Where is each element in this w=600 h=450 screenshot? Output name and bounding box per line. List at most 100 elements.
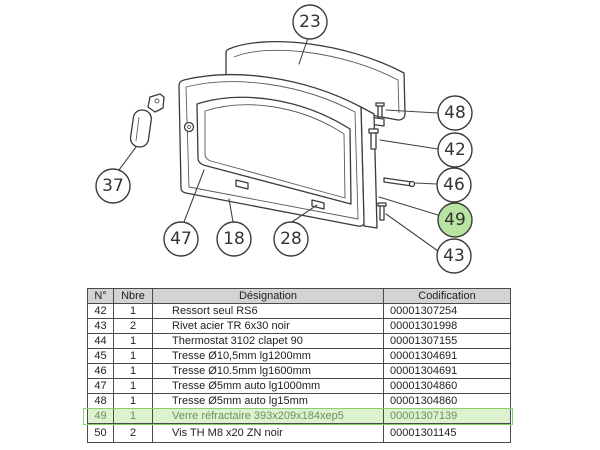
callout-label: 28 <box>280 229 302 249</box>
table-row[interactable]: 47 1 Tresse Ø5mm auto lg1000mm 000013048… <box>88 379 511 394</box>
callout-42[interactable]: 42 <box>437 132 473 168</box>
cell-designation: Tresse Ø5mm auto lg1000mm <box>153 379 384 394</box>
cell-nbre: 2 <box>114 319 153 334</box>
cell-designation: Tresse Ø10.5mm lg1600mm <box>153 364 384 379</box>
cell-codification: 00001304860 <box>384 379 511 394</box>
leader-line-47 <box>183 169 205 223</box>
callout-18[interactable]: 18 <box>216 221 252 257</box>
handle-grip <box>129 109 152 148</box>
callout-49-selected[interactable]: 49 <box>437 202 473 238</box>
table-header-row: N° Nbre Désignation Codification <box>88 289 511 304</box>
leader-line-48 <box>385 109 439 114</box>
door-frame-rim <box>185 81 359 220</box>
cell-numero: 49 <box>88 409 114 424</box>
cell-numero: 44 <box>88 334 114 349</box>
back-plate <box>225 41 406 121</box>
cell-numero: 50 <box>88 424 114 443</box>
callout-23[interactable]: 23 <box>292 4 328 40</box>
cell-nbre: 1 <box>114 334 153 349</box>
cell-nbre: 1 <box>114 364 153 379</box>
cell-codification: 00001307155 <box>384 334 511 349</box>
callout-47[interactable]: 47 <box>163 221 199 257</box>
callout-37[interactable]: 37 <box>95 168 131 204</box>
leader-line-46 <box>414 182 438 185</box>
pin-46-end <box>408 180 416 188</box>
callout-label: 23 <box>299 12 321 32</box>
header-nbre: Nbre <box>114 289 153 304</box>
callout-circle <box>163 221 199 257</box>
cell-numero: 45 <box>88 349 114 364</box>
frame-screw-center <box>186 124 192 130</box>
table-row[interactable]: 42 1 Ressort seul RS6 00001307254 <box>88 304 511 319</box>
cell-designation: Vis TH M8 x20 ZN noir <box>153 424 384 443</box>
cell-designation: Tresse Ø10,5mm lg1200mm <box>153 349 384 364</box>
cell-codification: 00001301998 <box>384 319 511 334</box>
leader-line-49 <box>378 196 439 216</box>
cell-codification: 00001307254 <box>384 304 511 319</box>
callout-label: 43 <box>443 246 465 266</box>
callout-46[interactable]: 46 <box>436 167 472 203</box>
cell-nbre: 1 <box>114 394 153 409</box>
leader-line-42 <box>379 139 439 150</box>
callout-43[interactable]: 43 <box>436 238 472 274</box>
callout-circle <box>437 132 473 168</box>
callout-circle <box>436 167 472 203</box>
callout-label: 47 <box>170 229 192 249</box>
cell-nbre: 1 <box>114 349 153 364</box>
glass-opening <box>196 96 352 205</box>
callout-label: 46 <box>443 175 465 195</box>
cell-designation: Ressort seul RS6 <box>153 304 384 319</box>
cell-numero: 42 <box>88 304 114 319</box>
table-row[interactable]: 45 1 Tresse Ø10,5mm lg1200mm 00001304691 <box>88 349 511 364</box>
handle-grip-highlight <box>135 116 140 142</box>
rivet-43-shaft <box>379 205 385 221</box>
cell-numero: 47 <box>88 379 114 394</box>
callout-circle <box>95 168 131 204</box>
frame-screw <box>183 121 195 133</box>
air-slot-right <box>311 199 325 210</box>
callout-label: 37 <box>102 176 124 196</box>
handle-bracket-screw <box>154 98 160 104</box>
callout-label: 49 <box>444 210 466 230</box>
cell-designation: Rivet acier TR 6x30 noir <box>153 319 384 334</box>
glass-pane <box>204 104 346 199</box>
cell-codification: 00001304691 <box>384 364 511 379</box>
callout-circle <box>216 221 252 257</box>
cell-codification: 00001301145 <box>384 424 511 443</box>
callout-circle <box>436 238 472 274</box>
cell-numero: 48 <box>88 394 114 409</box>
air-slot-left <box>235 179 249 190</box>
table-row[interactable]: 50 2 Vis TH M8 x20 ZN noir 00001301145 <box>88 424 511 443</box>
back-plate-rim <box>233 49 400 114</box>
callout-label: 42 <box>444 140 466 160</box>
leader-line-28 <box>291 204 318 223</box>
screw-48 <box>377 105 383 118</box>
cell-designation: Thermostat 3102 clapet 90 <box>153 334 384 349</box>
callout-48[interactable]: 48 <box>437 95 473 131</box>
callout-label: 48 <box>444 103 466 123</box>
table-row[interactable]: 43 2 Rivet acier TR 6x30 noir 0000130199… <box>88 319 511 334</box>
table-row[interactable]: 46 1 Tresse Ø10.5mm lg1600mm 00001304691 <box>88 364 511 379</box>
cell-designation: Tresse Ø5mm auto lg15mm <box>153 394 384 409</box>
screw-48-head <box>375 102 385 107</box>
header-designation: Désignation <box>153 289 384 304</box>
cell-codification: 00001304860 <box>384 394 511 409</box>
callout-circle <box>273 221 309 257</box>
callout-circle-highlighted <box>437 202 473 238</box>
bolt-42-shaft <box>370 132 377 150</box>
cell-nbre: 1 <box>114 304 153 319</box>
cell-nbre: 1 <box>114 379 153 394</box>
cell-designation: Verre réfractaire 393x209x184xep5 <box>153 409 384 424</box>
parts-table: N° Nbre Désignation Codification 42 1 Re… <box>87 288 511 443</box>
pin-46 <box>383 177 413 187</box>
callout-28[interactable]: 28 <box>273 221 309 257</box>
leader-line-43 <box>385 213 439 252</box>
table-row[interactable]: 44 1 Thermostat 3102 clapet 90 000013071… <box>88 334 511 349</box>
cell-nbre: 1 <box>114 409 153 424</box>
table-row[interactable]: 48 1 Tresse Ø5mm auto lg15mm 00001304860 <box>88 394 511 409</box>
exploded-diagram: 23 48 42 46 49 43 37 47 18 28 <box>95 4 473 274</box>
cell-numero: 43 <box>88 319 114 334</box>
leader-line-23 <box>298 37 309 65</box>
table-row-selected[interactable]: 49 1 Verre réfractaire 393x209x184xep5 0… <box>88 409 511 424</box>
cell-nbre: 2 <box>114 424 153 443</box>
